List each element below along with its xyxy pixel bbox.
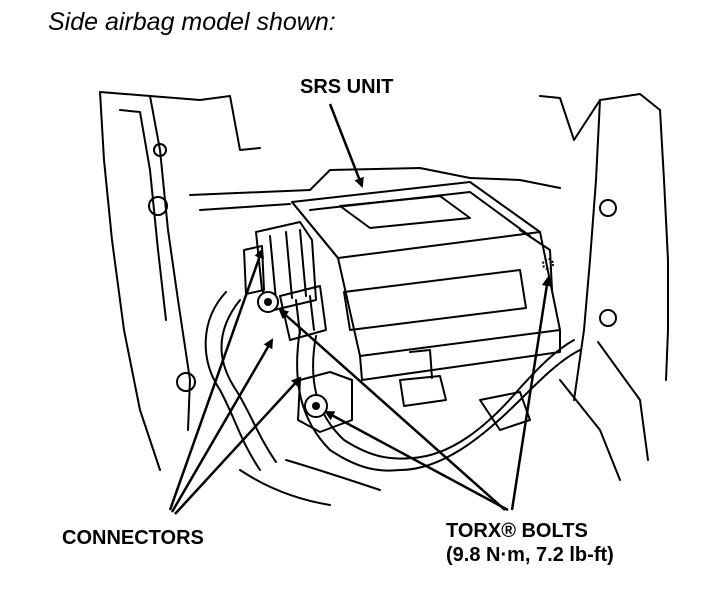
torx-bolts-title: TORX® BOLTS <box>446 520 588 542</box>
connectors-label: CONNECTORS <box>62 527 204 549</box>
wire-harness <box>204 291 581 506</box>
leader-arrows <box>168 103 552 515</box>
torx-torque-spec: (9.8 N·m, 7.2 lb-ft) <box>446 544 614 566</box>
srs-unit-box <box>291 181 561 381</box>
diagram-caption: Side airbag model shown: <box>48 8 336 36</box>
torx-arrow-2 <box>324 410 509 512</box>
connector-arrow-2 <box>170 338 274 513</box>
torx-bolts <box>257 258 554 418</box>
srs-unit-arrow <box>328 103 364 188</box>
torx-arrow-1 <box>278 308 506 511</box>
connector-arrow-1 <box>168 248 265 511</box>
connector-arrow-3 <box>174 376 302 515</box>
mount-bracket <box>297 349 531 433</box>
srs-unit-label: SRS UNIT <box>300 76 394 98</box>
torx-arrow-3 <box>510 276 552 511</box>
torx-bolt-hidden <box>542 258 554 270</box>
chassis-frame <box>99 91 669 481</box>
connector-block <box>243 221 327 341</box>
torx-bolts-label: TORX® BOLTS (9.8 N·m, 7.2 lb-ft) <box>446 519 614 567</box>
